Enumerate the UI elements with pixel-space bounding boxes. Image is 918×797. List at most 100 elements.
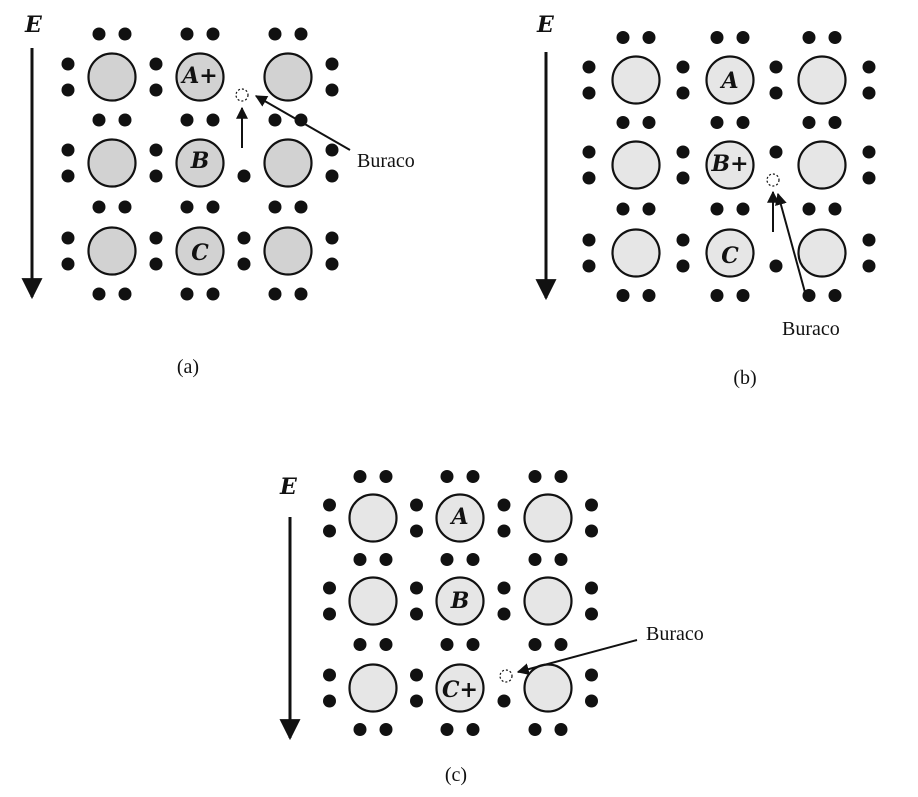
atom: [435, 663, 485, 713]
bonding-electron: [206, 113, 220, 127]
bonding-electron: [379, 470, 393, 483]
bonding-electron: [92, 113, 106, 127]
bonding-electron: [353, 723, 367, 736]
bonding-electron: [585, 581, 598, 595]
bonding-electron: [585, 524, 598, 538]
bonding-electron: [118, 113, 132, 127]
hole-label: Buraco: [357, 150, 415, 172]
hole: [235, 88, 249, 102]
bonding-electron: [61, 83, 75, 97]
bonding-electron: [862, 60, 876, 74]
hole-pointer-arrow: [516, 639, 638, 675]
bonding-electron: [61, 57, 75, 71]
bonding-electron: [237, 231, 251, 245]
atom: [611, 228, 661, 278]
atom: [263, 138, 313, 188]
bonding-electron: [149, 143, 163, 157]
field-label: E: [279, 474, 298, 500]
bonding-electron: [410, 498, 423, 512]
bonding-electron: [554, 638, 568, 651]
bonding-electron: [585, 668, 598, 682]
atom: [435, 576, 485, 626]
bonding-electron: [149, 83, 163, 97]
bonding-electron: [736, 202, 750, 216]
hole-pointer-arrow: [254, 95, 351, 151]
atom-label-A: A: [449, 504, 468, 530]
bonding-electron: [497, 581, 511, 595]
atom-label-A: A: [719, 68, 738, 94]
bonding-electron: [582, 259, 596, 273]
bonding-electron: [528, 638, 542, 651]
bonding-electron: [61, 169, 75, 183]
bonding-electron: [676, 86, 690, 100]
bonding-electron: [585, 498, 598, 512]
bonding-electron: [862, 171, 876, 185]
bonding-electron: [353, 638, 367, 651]
bonding-electron: [769, 86, 783, 100]
bonding-electron: [582, 233, 596, 247]
bonding-electron: [149, 257, 163, 271]
bonding-electron: [149, 169, 163, 183]
bonding-electron: [828, 116, 842, 129]
lattice: [61, 27, 339, 301]
bonding-electron: [268, 113, 282, 127]
bonding-electron: [325, 143, 339, 157]
bonding-electron: [862, 259, 876, 273]
bonding-electron: [710, 116, 724, 129]
bonding-electron: [379, 638, 393, 651]
bonding-electron: [528, 470, 542, 483]
bonding-electron: [206, 200, 220, 214]
bonding-electron: [554, 553, 568, 566]
bonding-electron: [410, 694, 423, 708]
bonding-electron: [736, 31, 750, 44]
bonding-electron: [325, 57, 339, 71]
bonding-electron: [118, 287, 132, 301]
bonding-electron: [353, 553, 367, 566]
bonding-electron: [379, 553, 393, 566]
bonding-electron: [440, 553, 454, 566]
atom: [87, 138, 137, 188]
bonding-electron: [862, 86, 876, 100]
atom: [87, 52, 137, 102]
bonding-electron: [61, 143, 75, 157]
atom: [348, 493, 398, 543]
atom: [705, 140, 755, 190]
bonding-electron: [92, 27, 106, 41]
hole: [766, 173, 780, 187]
bonding-electron: [497, 524, 511, 538]
bonding-electron: [149, 231, 163, 245]
atom: [348, 576, 398, 626]
bonding-electron: [180, 200, 194, 214]
bonding-electron: [528, 553, 542, 566]
bonding-electron: [676, 145, 690, 159]
panel-caption: (a): [177, 356, 199, 378]
atom: [87, 226, 137, 276]
bonding-electron: [325, 169, 339, 183]
bonding-electron: [180, 113, 194, 127]
electric-field-indicator: E: [21, 12, 43, 300]
bonding-electron: [353, 470, 367, 483]
bonding-electron: [676, 233, 690, 247]
bonding-electron: [118, 200, 132, 214]
bonding-electron: [149, 57, 163, 71]
electric-field-indicator: E: [279, 474, 301, 741]
atom: [348, 663, 398, 713]
bonding-electron: [585, 694, 598, 708]
atom: [797, 55, 847, 105]
bonding-electron: [769, 259, 783, 273]
bonding-electron: [554, 470, 568, 483]
field-label: E: [536, 12, 555, 38]
bonding-electron: [828, 202, 842, 216]
bonding-electron: [180, 27, 194, 41]
bonding-electron: [828, 31, 842, 44]
bonding-electron: [862, 145, 876, 159]
bonding-electron: [410, 524, 423, 538]
atom: [523, 576, 573, 626]
atom: [263, 52, 313, 102]
panel-caption: (c): [445, 764, 467, 786]
bonding-electron: [582, 60, 596, 74]
bonding-electron: [323, 668, 336, 682]
atom-label-A: A+: [180, 63, 218, 89]
atom: [175, 52, 225, 102]
bonding-electron: [802, 202, 816, 216]
